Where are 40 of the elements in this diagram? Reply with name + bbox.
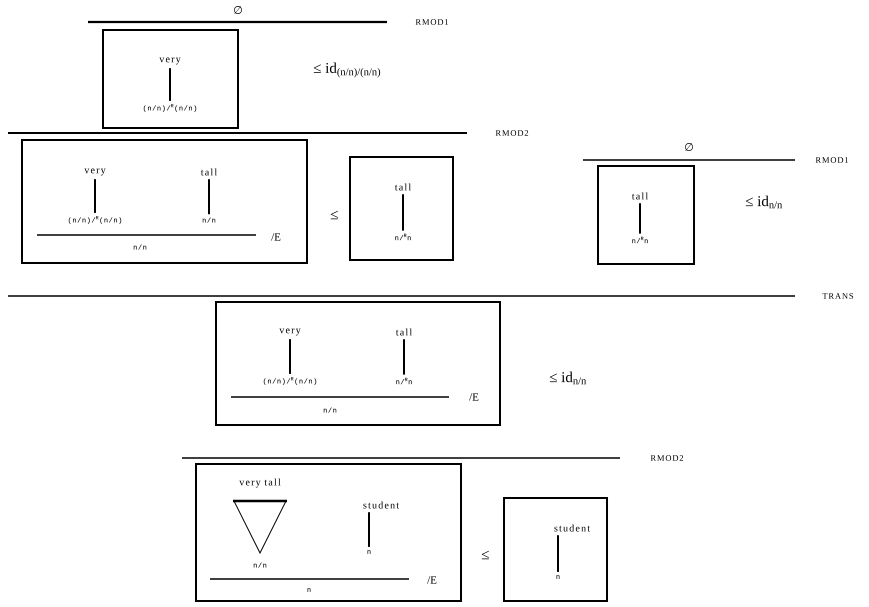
tree-branch — [289, 339, 291, 374]
derivation-box — [195, 463, 462, 602]
word-label: student — [554, 524, 590, 532]
derivation-box — [21, 139, 308, 264]
tree-branch — [94, 179, 96, 213]
rule-label: /E — [469, 393, 478, 401]
derivation-box — [597, 165, 696, 265]
rule-name: RMOD1 — [816, 157, 848, 163]
derivation-box — [102, 29, 239, 129]
tree-branch — [403, 339, 405, 375]
tree-branch — [402, 194, 404, 231]
derivation-box — [349, 156, 454, 261]
empty-set-symbol: ∅ — [234, 6, 242, 14]
word-label: tall — [394, 183, 411, 191]
relation-symbol: ≤ — [482, 550, 489, 560]
word-label: tall — [632, 192, 648, 200]
word-label: very — [159, 58, 181, 64]
relation-symbol: ≤ — [330, 210, 338, 220]
rule-name: RMOD2 — [496, 130, 528, 136]
relation-formula: ≤ id$_{n/n}$ — [550, 372, 586, 384]
empty-set-symbol: ∅ — [685, 143, 693, 151]
rule-name: RMOD1 — [416, 19, 448, 25]
derivation-box — [215, 301, 501, 426]
word-label: very — [279, 328, 301, 336]
relation-formula: ≤ id$_{(n/n)/(n/n)}$ — [314, 62, 380, 78]
tree-branch — [639, 203, 641, 234]
tree-branch — [557, 535, 559, 572]
rule-label: /E — [271, 233, 280, 241]
relation-formula: ≤ id$_{n/n}$ — [746, 196, 782, 208]
derivation-box — [503, 497, 608, 602]
word-label: tall — [200, 168, 217, 176]
rule-label: /E — [427, 576, 436, 584]
word-label: student — [363, 501, 399, 509]
rule-name: RMOD2 — [650, 455, 684, 461]
word-label: very — [84, 168, 106, 176]
word-label: tall — [396, 328, 412, 336]
rule-name: TRANS — [822, 293, 854, 299]
tree-branch — [169, 68, 171, 101]
tree-branch — [208, 179, 210, 214]
tree-branch — [368, 512, 370, 547]
